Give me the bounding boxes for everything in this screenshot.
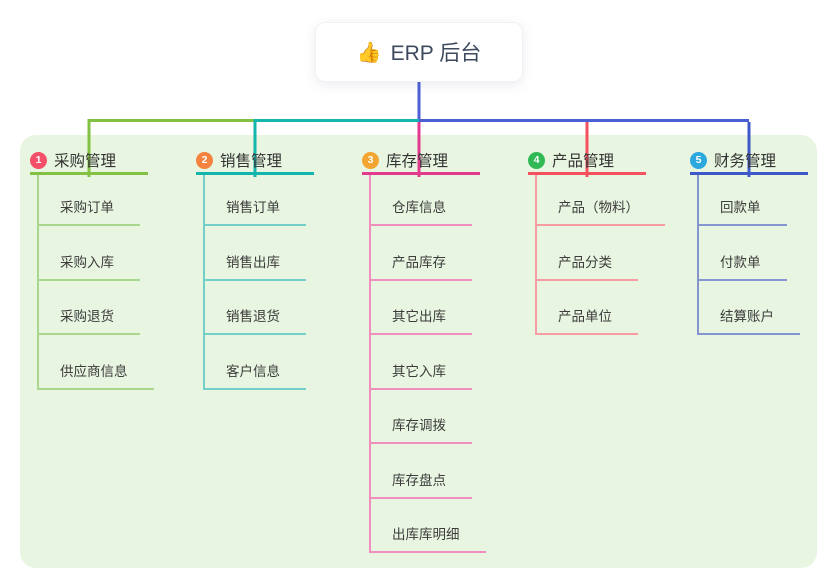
- node-sales-order[interactable]: 销售订单: [205, 175, 306, 226]
- node-product-category[interactable]: 产品分类: [537, 226, 665, 281]
- node-other-outbound[interactable]: 其它出库: [371, 281, 486, 335]
- branch-children: 采购订单 采购入库 采购退货 供应商信息: [37, 175, 154, 390]
- branch-title-sales[interactable]: 2 销售管理: [196, 148, 314, 175]
- branch-finance: 5 财务管理 回款单 付款单 结算账户: [690, 148, 808, 335]
- branch-title-label: 产品管理: [552, 153, 615, 170]
- node-product-material[interactable]: 产品（物料）: [537, 175, 665, 226]
- node-stock-transfer[interactable]: 库存调拨: [371, 390, 486, 444]
- branch-title-product[interactable]: 4 产品管理: [528, 148, 646, 175]
- branches-background-panel: [20, 135, 817, 568]
- node-label: 销售退货: [205, 309, 306, 335]
- node-label: 销售订单: [205, 200, 306, 226]
- node-label: 仓库信息: [371, 200, 472, 226]
- branch-title-inventory[interactable]: 3 库存管理: [362, 148, 480, 175]
- node-supplier-info[interactable]: 供应商信息: [39, 335, 154, 390]
- branch-inventory: 3 库存管理 仓库信息 产品库存 其它出库 其它入库 库存调拨 库存盘点 出库库…: [362, 148, 486, 553]
- node-label: 其它出库: [371, 309, 472, 335]
- node-warehouse-info[interactable]: 仓库信息: [371, 175, 486, 226]
- branch-number-badge: 3: [362, 151, 379, 169]
- node-outbound-detail[interactable]: 出库库明细: [371, 499, 486, 553]
- node-label: 采购退货: [39, 309, 140, 335]
- node-label: 采购订单: [39, 200, 140, 226]
- node-stock-count[interactable]: 库存盘点: [371, 444, 486, 499]
- node-label: 结算账户: [699, 309, 800, 335]
- branch-number-badge: 2: [196, 151, 213, 169]
- node-label: 销售出库: [205, 255, 306, 281]
- branch-children: 产品（物料） 产品分类 产品单位: [535, 175, 665, 335]
- node-label: 产品分类: [537, 255, 638, 281]
- branch-title-label: 采购管理: [54, 153, 117, 170]
- node-product-unit[interactable]: 产品单位: [537, 281, 665, 335]
- root-node-label: ERP 后台: [390, 42, 482, 65]
- node-receipt-bill[interactable]: 回款单: [699, 175, 800, 226]
- node-label: 产品单位: [537, 309, 638, 335]
- branch-number-badge: 5: [690, 151, 707, 169]
- branch-sales: 2 销售管理 销售订单 销售出库 销售退货 客户信息: [196, 148, 314, 390]
- node-label: 采购入库: [39, 255, 140, 281]
- node-label: 库存盘点: [371, 473, 472, 499]
- branch-children: 回款单 付款单 结算账户: [697, 175, 800, 335]
- branch-number-badge: 1: [30, 151, 47, 169]
- branch-title-label: 库存管理: [386, 153, 449, 170]
- node-label: 客户信息: [205, 364, 306, 390]
- node-label: 其它入库: [371, 364, 472, 390]
- node-product-stock[interactable]: 产品库存: [371, 226, 486, 281]
- branch-purchase: 1 采购管理 采购订单 采购入库 采购退货 供应商信息: [30, 148, 154, 390]
- branch-children: 仓库信息 产品库存 其它出库 其它入库 库存调拨 库存盘点 出库库明细: [369, 175, 486, 553]
- branch-number-badge: 4: [528, 151, 545, 169]
- node-customer-info[interactable]: 客户信息: [205, 335, 306, 390]
- branch-title-label: 财务管理: [714, 153, 777, 170]
- node-label: 产品（物料）: [537, 200, 665, 226]
- node-payment-bill[interactable]: 付款单: [699, 226, 800, 281]
- root-node-erp[interactable]: 👍 ERP 后台: [315, 22, 523, 82]
- node-label: 回款单: [699, 200, 787, 226]
- node-sales-outbound[interactable]: 销售出库: [205, 226, 306, 281]
- node-label: 付款单: [699, 255, 787, 281]
- node-purchase-inbound[interactable]: 采购入库: [39, 226, 154, 281]
- branch-title-label: 销售管理: [220, 153, 283, 170]
- node-other-inbound[interactable]: 其它入库: [371, 335, 486, 390]
- node-label: 库存调拨: [371, 418, 472, 444]
- node-purchase-order[interactable]: 采购订单: [39, 175, 154, 226]
- branch-title-finance[interactable]: 5 财务管理: [690, 148, 808, 175]
- node-settlement-account[interactable]: 结算账户: [699, 281, 800, 335]
- branch-product: 4 产品管理 产品（物料） 产品分类 产品单位: [528, 148, 665, 335]
- branch-title-purchase[interactable]: 1 采购管理: [30, 148, 148, 175]
- node-label: 供应商信息: [39, 364, 154, 390]
- node-label: 产品库存: [371, 255, 472, 281]
- thumbs-up-icon: 👍: [356, 41, 382, 64]
- node-purchase-return[interactable]: 采购退货: [39, 281, 154, 335]
- node-label: 出库库明细: [371, 527, 486, 553]
- branch-children: 销售订单 销售出库 销售退货 客户信息: [203, 175, 306, 390]
- node-sales-return[interactable]: 销售退货: [205, 281, 306, 335]
